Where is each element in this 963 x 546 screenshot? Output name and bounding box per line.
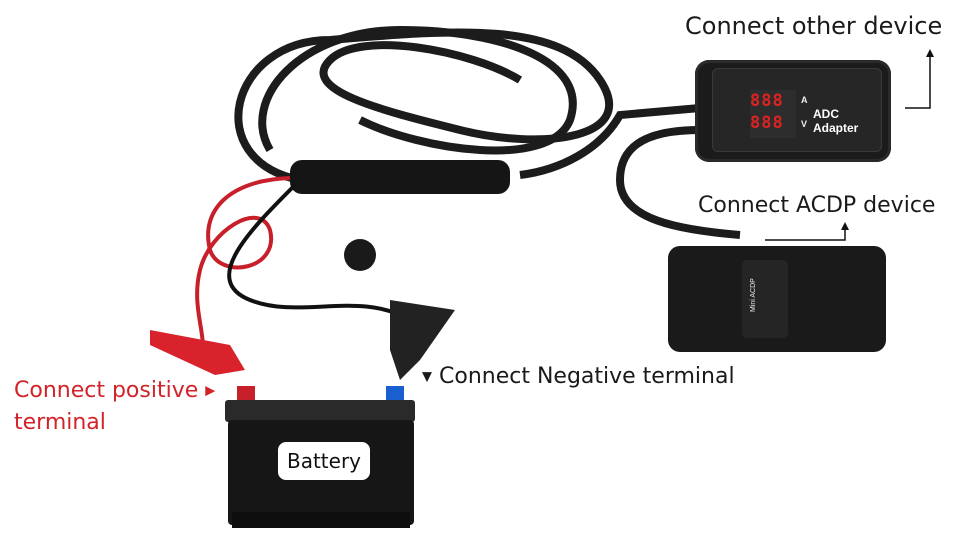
negative-cable [227,183,412,322]
acdp-device: Mini ACDP [668,246,886,352]
amp-unit: A [801,95,808,105]
adc-display: 888 888 [750,90,796,138]
right-triangle-icon: ▶ [205,383,216,399]
down-triangle-icon: ▼ [422,369,432,385]
negative-post [386,386,404,402]
annotation-arrows [765,55,931,241]
adc-adapter-name: ADC Adapter [813,107,859,135]
label-connect-acdp-device: Connect ACDP device [698,193,936,218]
positive-cable [195,176,291,361]
amp-readout: 888 [750,91,784,111]
volt-unit: V [801,119,808,129]
label-connect-positive-line2: terminal [14,410,106,435]
label-connect-negative-text: Connect Negative terminal [439,364,735,389]
label-connect-negative: ▼ Connect Negative terminal [422,364,735,389]
label-connect-positive: Connect positive ▶ [14,378,215,403]
adc-adapter: 888 888 A V ADC Adapter [695,60,891,162]
label-connect-positive-line1: Connect positive [14,378,199,403]
volt-readout: 888 [750,113,784,133]
socket-cap [344,239,376,271]
label-connect-other-device: Connect other device [685,12,943,40]
negative-clamp [390,300,455,380]
positive-clamp [150,330,245,375]
coiled-cable [234,25,741,239]
positive-post [237,386,255,402]
acdp-name: Mini ACDP [750,278,757,312]
battery-label: Battery [278,442,370,480]
cigarette-socket [290,160,510,194]
